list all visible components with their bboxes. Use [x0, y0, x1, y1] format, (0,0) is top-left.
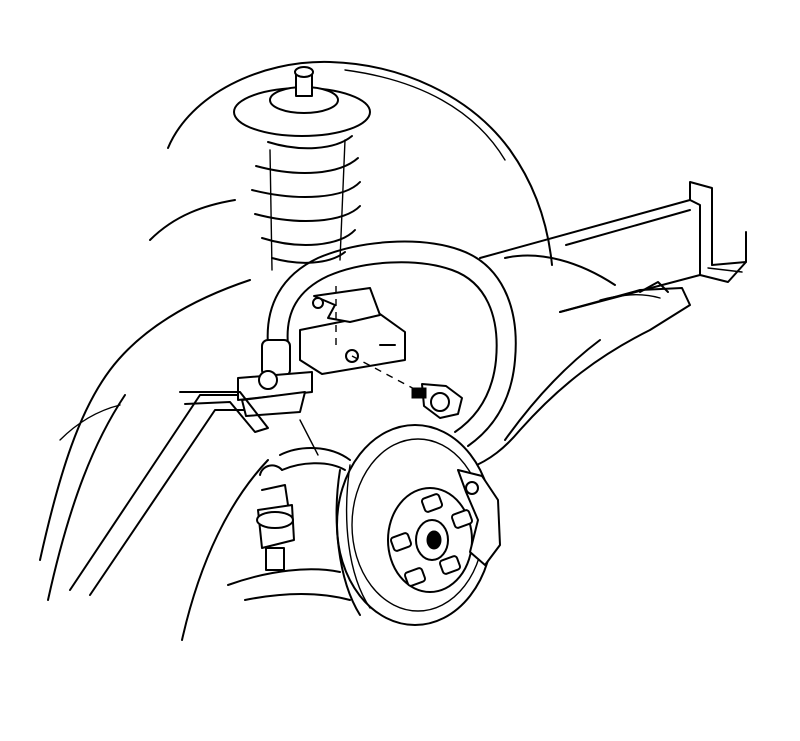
bracket-bolt	[411, 383, 463, 419]
wheel-stud	[450, 509, 474, 529]
stabilizer-link-bracket	[299, 286, 421, 393]
frame-rail	[479, 181, 747, 313]
wheel-stud	[420, 493, 444, 513]
coil-spring-strut	[233, 66, 371, 271]
wheel-stud	[389, 532, 413, 552]
wheel-housing-outline	[149, 60, 616, 286]
fender-panel	[39, 279, 269, 641]
wheel-stud	[438, 555, 462, 575]
stabilizer-bar	[266, 240, 517, 447]
wheel-stud	[403, 567, 427, 587]
stabilizer-link	[179, 339, 313, 433]
steering-knuckle	[279, 419, 351, 471]
brake-caliper-bracket	[457, 469, 501, 566]
wheel-studs	[389, 493, 474, 587]
lower-control-arm	[469, 281, 691, 469]
ball-joint	[227, 464, 351, 601]
